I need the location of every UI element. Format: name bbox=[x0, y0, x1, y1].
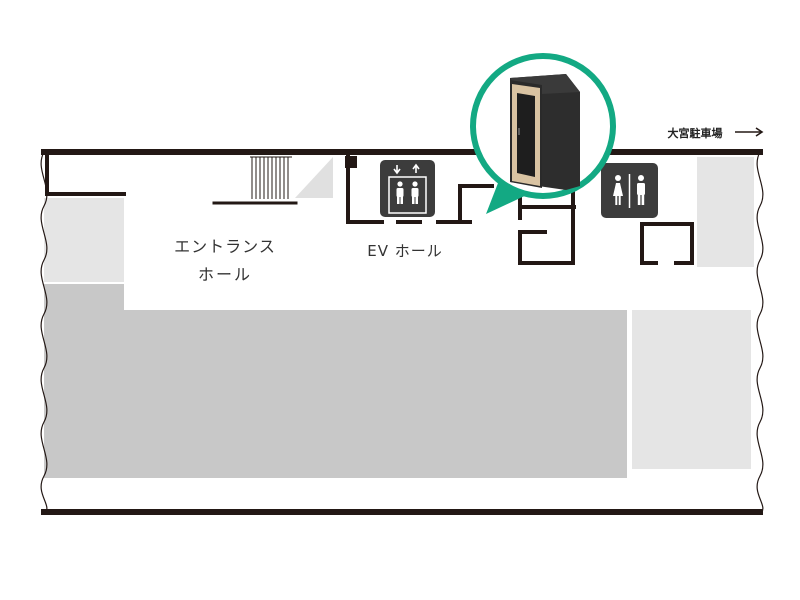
booth-callout bbox=[470, 53, 616, 214]
room-right-lower-light bbox=[632, 310, 751, 469]
walls bbox=[41, 149, 763, 515]
cut-edge-right bbox=[756, 151, 764, 515]
label-entrance-line1: エントランス bbox=[174, 237, 276, 256]
slope-area bbox=[295, 157, 333, 198]
label-entrance-line2: ホール bbox=[198, 265, 252, 284]
room-large-dark bbox=[44, 284, 124, 478]
arrow-right-icon bbox=[735, 127, 764, 137]
restroom-icon bbox=[601, 163, 658, 218]
phone-booth-icon bbox=[510, 74, 580, 190]
room-left-light bbox=[44, 198, 124, 282]
label-parking: 大宮駐車場 bbox=[668, 126, 723, 140]
pillar bbox=[345, 156, 357, 168]
room-large-dark-main bbox=[124, 310, 627, 478]
stairs bbox=[250, 156, 292, 199]
room-right-upper-light bbox=[697, 157, 754, 267]
elevator-icon bbox=[380, 160, 435, 217]
cut-edge-left bbox=[40, 151, 48, 515]
gray-areas bbox=[44, 157, 754, 478]
label-ev-hall: EV ホール bbox=[367, 242, 443, 260]
